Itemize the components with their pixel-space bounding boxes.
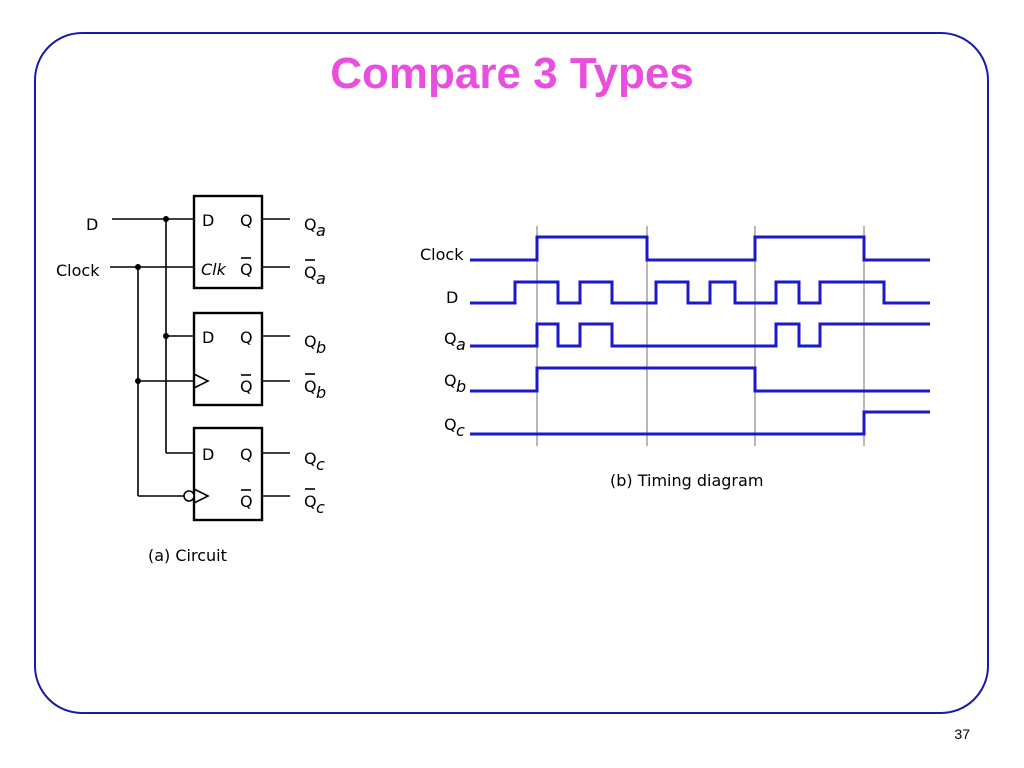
circuit-caption: (a) Circuit [148,546,227,565]
slide-frame [34,32,989,714]
flipflop-b: D Q Q Q b Q b [192,311,326,407]
signal-label-clock: Clock [420,245,464,264]
signal-label-qc-sub: c [456,421,465,440]
waveform-qa [470,322,930,348]
output-qbar-sub: a [316,269,326,288]
timing-diagram: Clock D Q a Q b Q c (b) Timing diagram [420,226,930,490]
waveform-d [470,280,930,305]
circuit-diagram: D Clock D Q Clk Q [56,194,326,565]
output-qbar-sub: b [316,383,326,402]
pin-q: Q [240,445,253,464]
pin-q: Q [240,328,253,347]
signal-label-qa-sub: a [456,335,466,354]
flipflop-c: D Q Q Q c Q c [183,426,325,522]
pin-qbar: Q [240,377,253,396]
junction-dot [135,378,141,384]
d-wiring [112,216,194,454]
signal-label-qa: Q [444,329,457,348]
junction-dot [135,264,141,270]
input-label-d: D [86,215,98,234]
junction-dot [163,333,169,339]
pin-d: D [202,328,214,347]
waveform-qb [470,366,930,393]
flipflop-a: D Q Clk Q Q a Q a [192,194,326,290]
output-qbar-label: Q [304,492,317,511]
output-q-label: Q [304,332,317,351]
output-q-sub: b [316,338,326,357]
timing-caption: (b) Timing diagram [610,471,763,490]
pin-qbar: Q [240,260,253,279]
waveform-qc [470,410,930,436]
output-q-sub: c [316,455,325,474]
slide-number: 37 [954,726,970,742]
output-q-label: Q [304,215,317,234]
output-qbar-label: Q [304,263,317,282]
signal-label-qb-sub: b [456,377,466,396]
output-qbar-label: Q [304,377,317,396]
pin-d: D [202,445,214,464]
pin-d: D [202,211,214,230]
input-label-clock: Clock [56,261,100,280]
inversion-bubble [183,490,195,502]
signal-label-d: D [446,288,458,307]
pin-qbar: Q [240,492,253,511]
signal-label-qb: Q [444,371,457,390]
pin-q: Q [240,211,253,230]
clock-edge-triangle [193,373,210,389]
pin-clk: Clk [201,260,227,279]
slide-title: Compare 3 Types [330,49,694,98]
junction-dot [163,216,169,222]
waveform-clock [470,235,930,262]
output-q-label: Q [304,449,317,468]
output-q-sub: a [316,221,326,240]
clock-wiring [110,264,194,497]
clock-edge-triangle [193,488,210,504]
signal-label-qc: Q [444,415,457,434]
output-qbar-sub: c [316,498,325,517]
